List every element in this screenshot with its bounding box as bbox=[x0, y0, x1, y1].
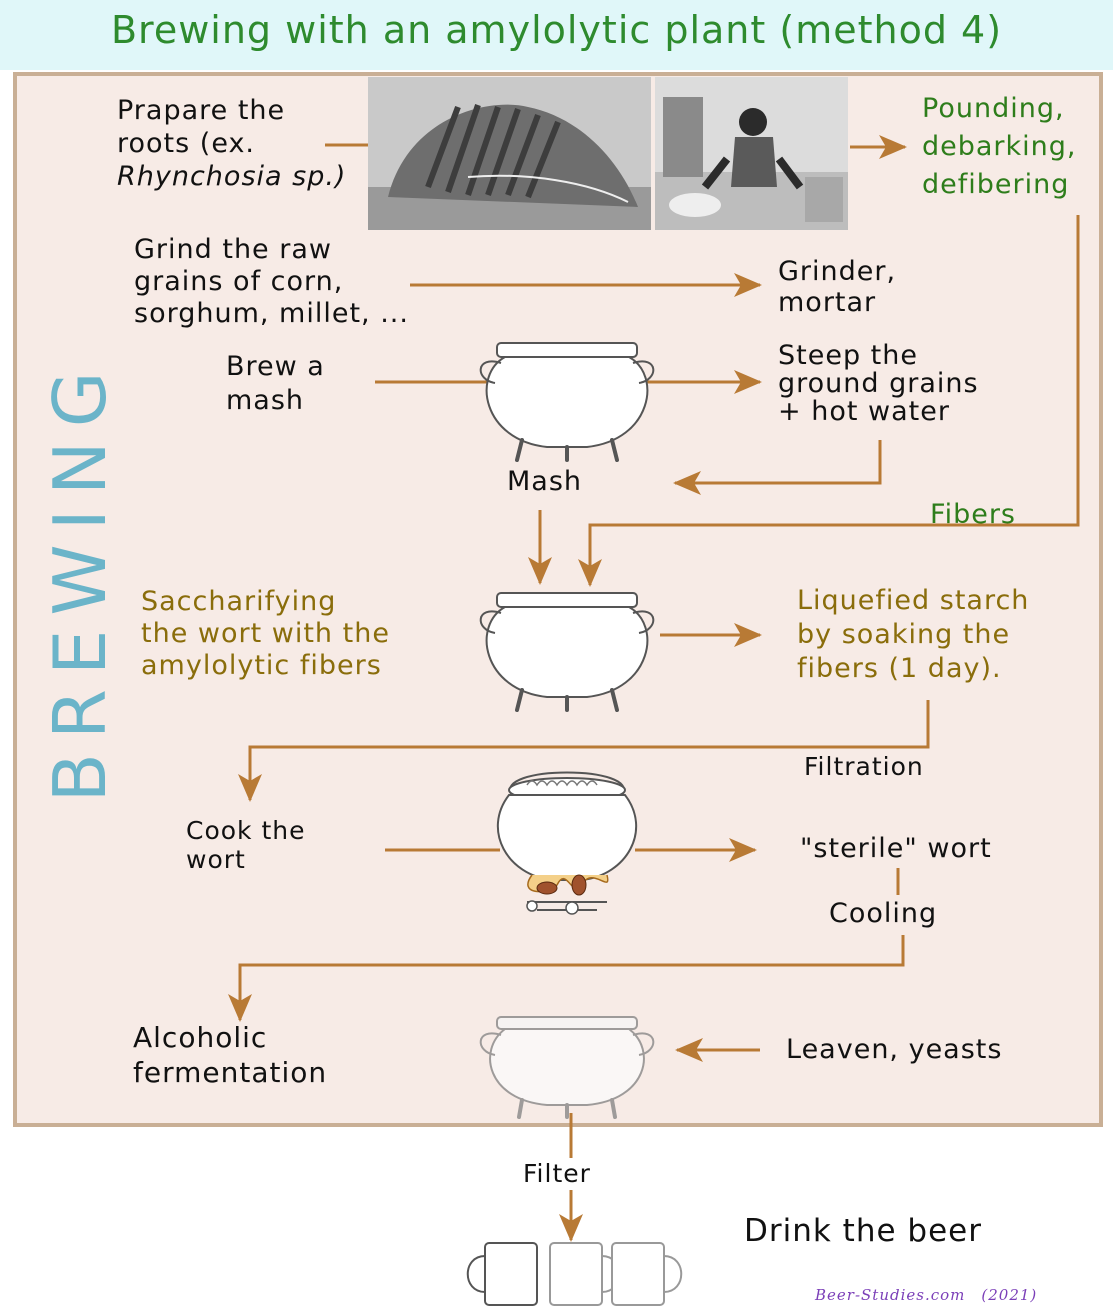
arrows bbox=[228, 135, 1080, 1242]
label-filtration: Filtration bbox=[804, 752, 924, 781]
pot-fermentation bbox=[479, 1016, 655, 1119]
side-label-brewing: BREWING bbox=[38, 357, 122, 803]
label-filter: Filter bbox=[523, 1159, 591, 1188]
pot-cooking bbox=[497, 771, 637, 915]
label-drink: Drink the beer bbox=[744, 1213, 982, 1249]
arrow-filtration bbox=[238, 700, 930, 802]
pot-saccharify bbox=[478, 591, 656, 712]
arrow-fibers-line bbox=[578, 215, 1080, 587]
credit-site: Beer-Studies.com bbox=[815, 1286, 966, 1304]
step-cook: Cook the wort bbox=[186, 816, 306, 874]
photo-roots bbox=[368, 77, 651, 230]
step-steep: Steep the ground grains + hot water bbox=[778, 340, 979, 427]
label-leaven: Leaven, yeasts bbox=[786, 1034, 1003, 1065]
photo-pounding bbox=[655, 77, 848, 230]
arrow-cooling bbox=[228, 935, 905, 1022]
step-brew: Brew a mash bbox=[226, 351, 325, 416]
label-fibers: Fibers bbox=[930, 499, 1016, 530]
pot-mash bbox=[478, 341, 656, 462]
step-grinder: Grinder, mortar bbox=[778, 256, 897, 318]
label-sterile-wort: "sterile" wort bbox=[800, 833, 992, 864]
beer-mugs bbox=[466, 1242, 683, 1306]
credit: Beer-Studies.com (2021) bbox=[815, 1286, 1037, 1304]
label-cooling: Cooling bbox=[829, 898, 938, 929]
step-saccharifying: Saccharifying the wort with the amylolyt… bbox=[141, 586, 390, 681]
brewing-frame bbox=[13, 72, 1103, 1127]
step-grind: Grind the raw grains of corn, sorghum, m… bbox=[134, 234, 409, 329]
step-liquefied: Liquefied starch by soaking the fibers (… bbox=[797, 585, 1030, 684]
title-band bbox=[0, 0, 1113, 70]
step-alcoholic: Alcoholic fermentation bbox=[133, 1021, 328, 1089]
diagram-title: Brewing with an amylolytic plant (method… bbox=[110, 8, 1003, 52]
credit-year: (2021) bbox=[981, 1286, 1038, 1304]
arrow-steep-to-mash bbox=[673, 440, 882, 495]
label-mash: Mash bbox=[507, 466, 583, 497]
step-pounding: Pounding, debarking, defibering bbox=[922, 93, 1077, 200]
step-prepare-roots: Prapare the roots (ex. Rhynchosia sp.) bbox=[117, 95, 347, 192]
